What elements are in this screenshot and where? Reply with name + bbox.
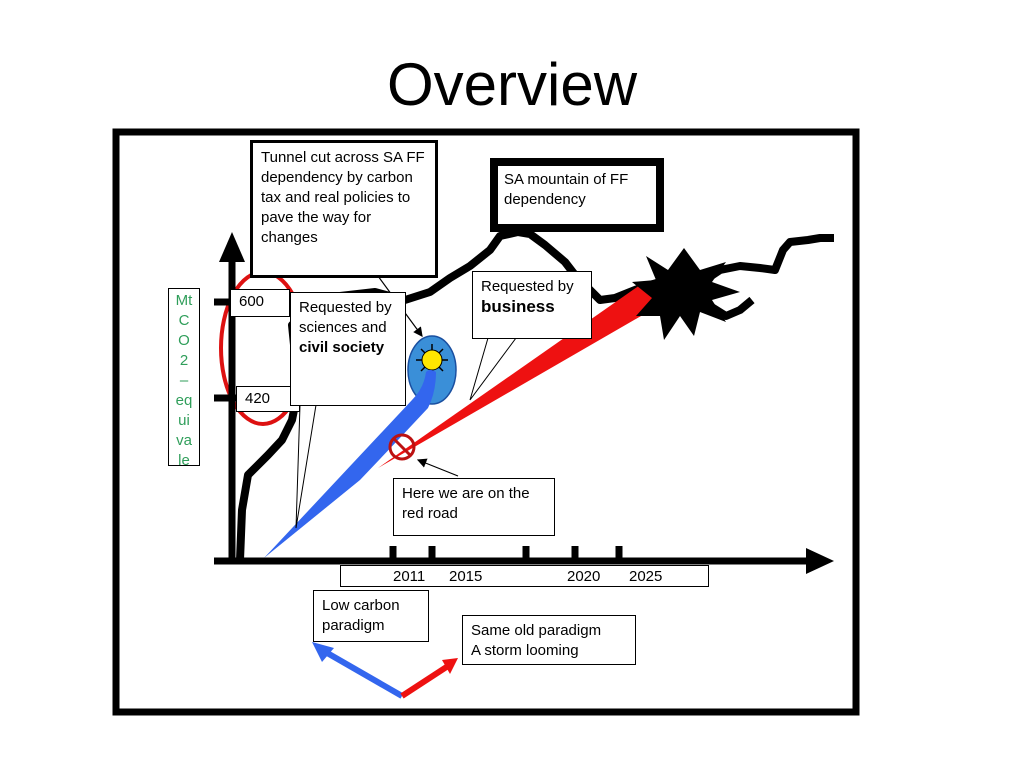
same-old-legend-arrow bbox=[400, 663, 450, 699]
y-value-600: 600 bbox=[230, 289, 290, 317]
sciences-callout: Requested by sciences and civil society bbox=[290, 292, 406, 406]
mountain-outline-right bbox=[702, 234, 834, 284]
same-old-legend-line2: A storm looming bbox=[471, 642, 579, 659]
business-callout: Requested by business bbox=[472, 271, 592, 339]
no-entry-icon bbox=[388, 433, 416, 461]
same-old-legend-arrowhead bbox=[442, 658, 458, 674]
explosion-icon bbox=[632, 248, 740, 340]
business-callout-text: Requested by bbox=[481, 278, 574, 295]
same-old-legend: Same old paradigm A storm looming bbox=[462, 615, 636, 665]
page-title: Overview bbox=[386, 51, 638, 118]
x-axis-years: 2011 2015 2020 2025 bbox=[340, 565, 709, 587]
sciences-callout-bold: civil society bbox=[299, 339, 385, 356]
year-label: 2015 bbox=[449, 568, 483, 585]
business-callout-bold: business bbox=[481, 297, 555, 316]
here-pointer bbox=[416, 458, 459, 477]
year-label: 2011 bbox=[393, 568, 426, 585]
mountain-callout: SA mountain of FF dependency bbox=[490, 158, 664, 232]
year-label: 2020 bbox=[567, 568, 601, 585]
sun-icon bbox=[416, 344, 448, 376]
y-axis-label: Mt C O 2 – eq ui va le nt eq ui bbox=[168, 288, 200, 466]
x-axis-arrowhead bbox=[806, 548, 834, 574]
low-carbon-legend-arrow bbox=[320, 647, 404, 699]
year-label: 2025 bbox=[629, 568, 663, 585]
sciences-callout-text: Requested by sciences and bbox=[299, 299, 392, 336]
low-carbon-legend-arrowhead bbox=[312, 642, 334, 662]
y-value-420: 420 bbox=[236, 386, 300, 412]
same-old-legend-line1: Same old paradigm bbox=[471, 622, 602, 639]
here-callout: Here we are on the red road bbox=[393, 478, 555, 536]
tunnel-callout: Tunnel cut across SA FF dependency by ca… bbox=[250, 140, 438, 278]
low-carbon-legend: Low carbon paradigm bbox=[313, 590, 429, 642]
y-axis-arrowhead bbox=[219, 232, 245, 262]
diagram-frame bbox=[112, 128, 860, 716]
